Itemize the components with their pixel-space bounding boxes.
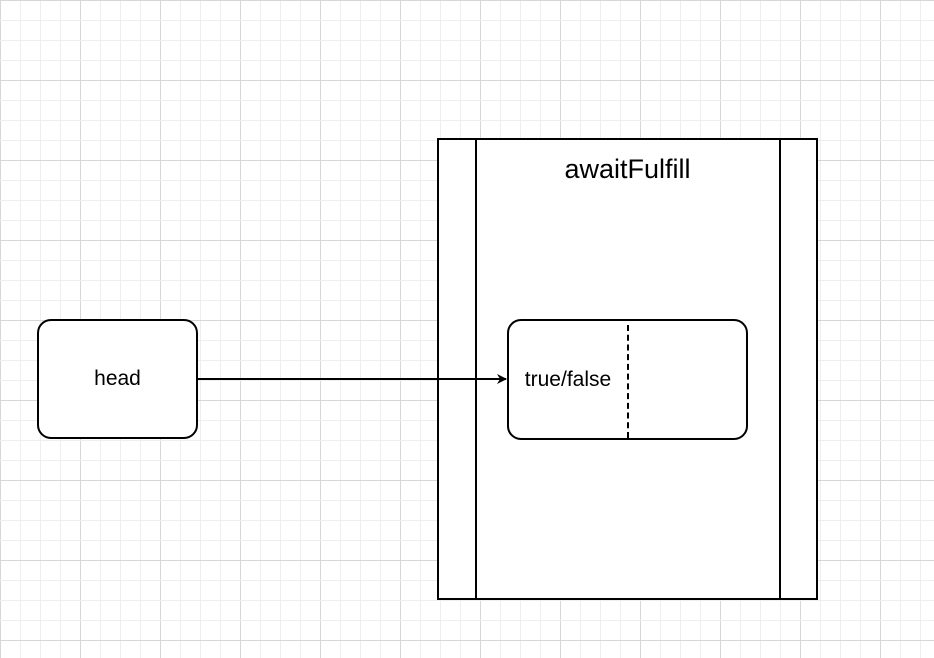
flag-node[interactable]: true/false: [507, 319, 748, 440]
flag-node-dashed-divider: [627, 325, 629, 438]
head-node-label: head: [94, 367, 141, 390]
flag-node-label: true/false: [524, 367, 612, 391]
process-right-bar: [779, 140, 781, 598]
process-title: awaitFulfill: [564, 154, 691, 184]
head-node[interactable]: head: [37, 319, 198, 439]
process-left-bar: [475, 140, 477, 598]
